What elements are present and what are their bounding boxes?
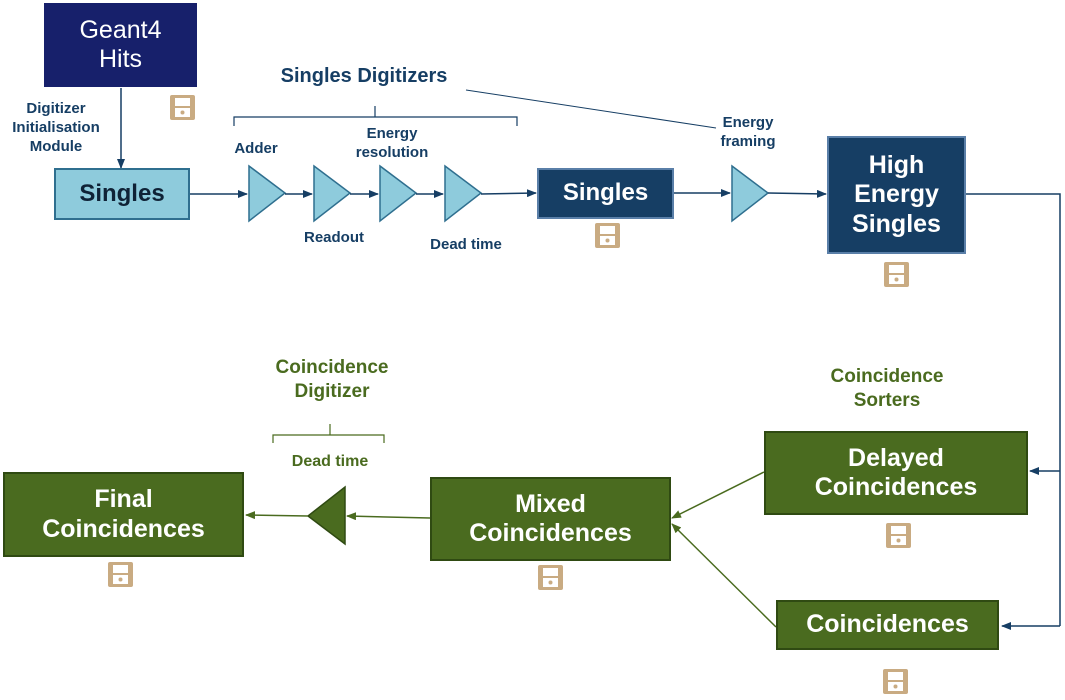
singles-input-box: Singles xyxy=(54,168,190,220)
mixed-line-1: Mixed xyxy=(515,489,586,518)
coincidence-sorters-line-1: Coincidence xyxy=(830,366,944,387)
floppy-disk-icon xyxy=(595,223,620,248)
singles-digitizers-pointer xyxy=(465,89,717,129)
singles-digitizers-brace xyxy=(233,106,518,126)
coincidence-digitizer-line-1: Coincidence xyxy=(275,357,389,378)
floppy-disk-icon xyxy=(170,95,195,120)
delayed-coincidences-box: Delayed Coincidences xyxy=(764,431,1028,515)
coincidences-box: Coincidences xyxy=(776,600,999,650)
high-energy-line-1: High xyxy=(868,150,925,179)
floppy-disk-icon xyxy=(886,523,911,548)
singles-output-box: Singles xyxy=(537,168,674,219)
arrow-deadtime-to-final xyxy=(245,511,309,520)
digitizer-init-label: Digitizer Initialisation Module xyxy=(3,100,109,156)
coincidences-label: Coincidences xyxy=(806,610,969,639)
coincidence-dead-time-triangle xyxy=(306,485,346,546)
energy-framing-line-1: Energy xyxy=(722,114,774,131)
digitizer-init-line-2: Initialisation xyxy=(12,118,100,136)
readout-triangle xyxy=(313,164,352,223)
high-energy-line-2: Energy xyxy=(854,180,939,209)
dead-time-singles-label: Dead time xyxy=(430,236,502,253)
mixed-coincidences-box: Mixed Coincidences xyxy=(430,477,671,561)
floppy-disk-icon xyxy=(108,562,133,587)
arrow-coincidences-to-mixed xyxy=(671,523,777,628)
energy-framing-label: Energy framing xyxy=(706,114,790,152)
coincidence-digitizer-line-2: Digitizer xyxy=(294,380,370,402)
arrow-delayed-to-mixed xyxy=(671,471,765,519)
delayed-line-1: Delayed xyxy=(848,443,944,472)
floppy-disk-icon xyxy=(538,565,563,590)
high-energy-singles-box: High Energy Singles xyxy=(827,136,966,254)
coincidence-sorters-line-2: Sorters xyxy=(853,389,921,411)
floppy-disk-icon xyxy=(883,669,908,694)
readout-label: Readout xyxy=(304,229,364,246)
arrow-deadtime-to-singles xyxy=(480,189,537,198)
energy-resolution-triangle xyxy=(379,164,418,223)
final-line-2: Coincidences xyxy=(42,514,205,543)
energy-framing-line-2: framing xyxy=(720,132,776,150)
floppy-disk-icon xyxy=(884,262,909,287)
arrow-framing-to-high-energy xyxy=(767,189,827,198)
digitizer-init-line-3: Module xyxy=(29,137,83,155)
mixed-line-2: Coincidences xyxy=(469,519,632,547)
dead-time-coincidence-label: Dead time xyxy=(291,453,369,470)
coincidence-digitizer-brace xyxy=(272,424,385,443)
coincidence-sorters-label: Coincidence Sorters xyxy=(826,365,948,413)
delayed-line-2: Coincidences xyxy=(814,473,978,501)
coincidence-digitizer-label: Coincidence Digitizer xyxy=(262,356,402,404)
adder-triangle xyxy=(248,164,287,223)
adder-label: Adder xyxy=(234,140,278,157)
final-line-1: Final xyxy=(94,485,153,513)
arrow-mixed-to-deadtime xyxy=(346,512,431,521)
geant4-hits-line-2: Hits xyxy=(98,45,143,73)
high-energy-line-3: Singles xyxy=(852,209,941,238)
energy-resolution-label: Energy resolution xyxy=(341,125,443,163)
geant4-hits-line-1: Geant4 xyxy=(79,15,162,44)
singles-digitizers-title: Singles Digitizers xyxy=(280,65,448,87)
singles-input-label: Singles xyxy=(79,179,165,207)
connector-high-energy-to-sorters xyxy=(966,193,1061,626)
energy-resolution-line-2: resolution xyxy=(355,143,429,161)
energy-resolution-line-1: Energy xyxy=(366,125,418,142)
digitizer-init-line-1: Digitizer xyxy=(26,100,86,117)
singles-output-label: Singles xyxy=(562,179,649,207)
geant4-hits-box: Geant4 Hits xyxy=(44,3,197,87)
final-coincidences-box: Final Coincidences xyxy=(3,472,244,557)
energy-framing-triangle xyxy=(731,164,770,223)
dead-time-triangle xyxy=(444,164,483,223)
